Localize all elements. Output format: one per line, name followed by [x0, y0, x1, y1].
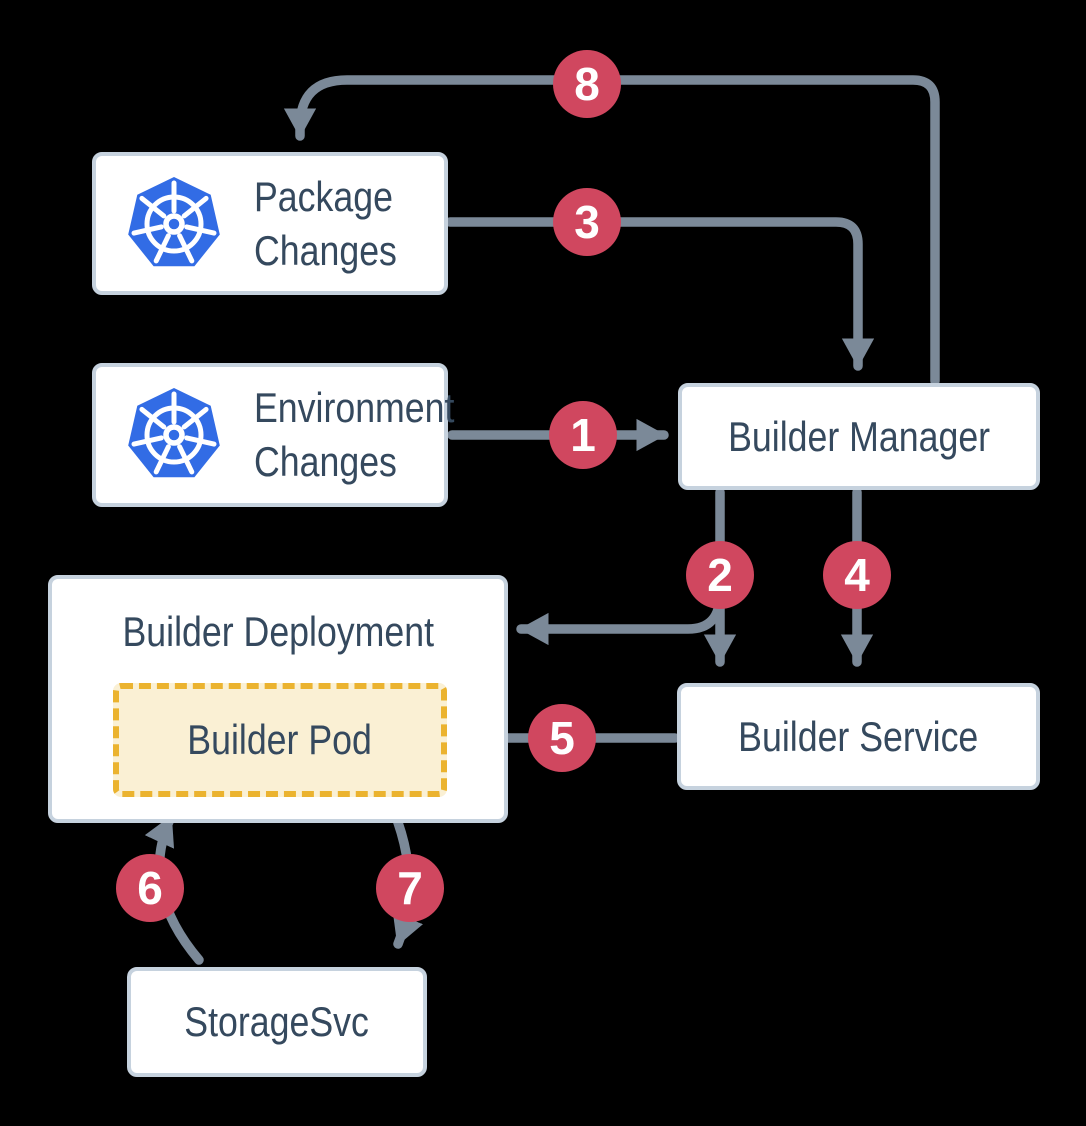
- arrow-8-manager-to-package: [283, 75, 940, 386]
- node-label-line2: Changes: [254, 226, 397, 274]
- node-storage-svc: StorageSvc: [127, 967, 427, 1077]
- node-label-line1: Environment: [254, 384, 455, 431]
- node-label: Builder Manager: [728, 412, 990, 460]
- kubernetes-icon: [128, 176, 220, 266]
- node-builder-manager: Builder Manager: [678, 383, 1040, 490]
- arrow-2-branch-to-deployment: [516, 589, 725, 646]
- arrow-3-package-to-manager: [445, 217, 875, 371]
- kubernetes-icon: [128, 388, 220, 478]
- step-badge-4: 4: [823, 541, 891, 609]
- node-builder-deployment: Builder Deployment Builder Pod: [48, 575, 508, 823]
- node-label: Builder Deployment: [122, 608, 434, 655]
- node-builder-pod: Builder Pod: [113, 683, 447, 797]
- step-badge-6: 6: [116, 854, 184, 922]
- node-environment-changes: Environment Changes: [92, 363, 454, 507]
- node-label: Environment Changes: [254, 381, 490, 489]
- step-badge-1: 1: [549, 401, 617, 469]
- node-label-line1: Package: [254, 172, 393, 220]
- node-label: Package Changes: [254, 170, 422, 278]
- step-badge-8: 8: [553, 50, 621, 118]
- step-badge-2: 2: [686, 541, 754, 609]
- step-badge-7: 7: [376, 854, 444, 922]
- node-builder-service: Builder Service: [677, 683, 1040, 790]
- step-badge-5: 5: [528, 704, 596, 772]
- node-label: Builder Service: [738, 712, 979, 760]
- node-label: Builder Pod: [187, 716, 373, 763]
- step-badge-3: 3: [553, 188, 621, 256]
- node-package-changes: Package Changes: [92, 152, 448, 295]
- node-label: StorageSvc: [184, 998, 370, 1045]
- node-label-line2: Changes: [254, 438, 397, 485]
